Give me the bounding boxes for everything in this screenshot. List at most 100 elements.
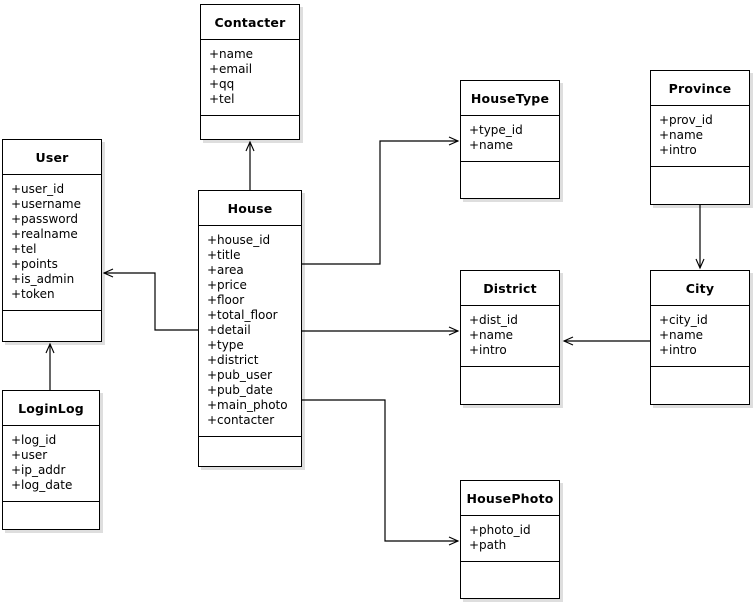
attribute-row: +email	[201, 62, 299, 77]
attribute-name: name	[479, 138, 514, 152]
visibility-marker-icon: +	[11, 197, 22, 211]
visibility-marker-icon: +	[207, 398, 218, 412]
visibility-marker-icon: +	[11, 272, 22, 286]
attribute-row: +intro	[651, 343, 749, 358]
attribute-name: user_id	[21, 182, 65, 196]
class-box-province[interactable]: Province+prov_id+name+intro	[650, 70, 750, 205]
visibility-marker-icon: +	[659, 113, 670, 127]
class-box-loginlog[interactable]: LoginLog+log_id+user+ip_addr+log_date	[2, 390, 100, 530]
visibility-marker-icon: +	[11, 287, 22, 301]
attribute-row: +contacter	[199, 413, 301, 428]
attribute-row: +name	[201, 47, 299, 62]
class-box-district[interactable]: District+dist_id+name+intro	[460, 270, 560, 405]
visibility-marker-icon: +	[207, 323, 218, 337]
attribute-name: log_id	[21, 433, 57, 447]
attribute-row: +type_id	[461, 123, 559, 138]
attribute-row: +main_photo	[199, 398, 301, 413]
attribute-row: +price	[199, 278, 301, 293]
attribute-name: path	[479, 538, 507, 552]
class-name-loginlog: LoginLog	[3, 391, 99, 426]
visibility-marker-icon: +	[207, 278, 218, 292]
attribute-name: password	[21, 212, 78, 226]
class-attributes-housephoto: +photo_id+path	[461, 516, 559, 562]
attribute-row: +photo_id	[461, 523, 559, 538]
attribute-name: pub_user	[217, 368, 273, 382]
attribute-row: +city_id	[651, 313, 749, 328]
visibility-marker-icon: +	[209, 77, 220, 91]
attribute-row: +district	[199, 353, 301, 368]
class-box-user[interactable]: User+user_id+username+password+realname+…	[2, 139, 102, 342]
class-name-user: User	[3, 140, 101, 175]
attribute-row: +name	[651, 128, 749, 143]
visibility-marker-icon: +	[659, 343, 670, 357]
visibility-marker-icon: +	[11, 242, 22, 256]
attribute-row: +name	[461, 138, 559, 153]
visibility-marker-icon: +	[469, 343, 480, 357]
visibility-marker-icon: +	[469, 328, 480, 342]
visibility-marker-icon: +	[11, 433, 22, 447]
attribute-row: +name	[461, 328, 559, 343]
attribute-row: +house_id	[199, 233, 301, 248]
attribute-name: realname	[21, 227, 78, 241]
class-operations-district	[461, 367, 559, 404]
class-operations-user	[3, 311, 101, 341]
attribute-name: username	[21, 197, 81, 211]
class-operations-city	[651, 367, 749, 404]
attribute-row: +dist_id	[461, 313, 559, 328]
visibility-marker-icon: +	[207, 263, 218, 277]
class-attributes-user: +user_id+username+password+realname+tel+…	[3, 175, 101, 311]
class-operations-contacter	[201, 116, 299, 139]
attribute-name: intro	[669, 143, 697, 157]
attribute-row: +username	[3, 197, 101, 212]
class-attributes-district: +dist_id+name+intro	[461, 306, 559, 367]
attribute-row: +prov_id	[651, 113, 749, 128]
attribute-row: +intro	[651, 143, 749, 158]
class-box-housephoto[interactable]: HousePhoto+photo_id+path	[460, 480, 560, 599]
visibility-marker-icon: +	[209, 62, 220, 76]
visibility-marker-icon: +	[469, 123, 480, 137]
visibility-marker-icon: +	[659, 328, 670, 342]
attribute-row: +floor	[199, 293, 301, 308]
attribute-name: name	[219, 47, 254, 61]
attribute-name: user	[21, 448, 48, 462]
attribute-name: tel	[21, 242, 37, 256]
attribute-row: +name	[651, 328, 749, 343]
attribute-name: email	[219, 62, 253, 76]
visibility-marker-icon: +	[11, 227, 22, 241]
class-name-housetype: HouseType	[461, 81, 559, 116]
attribute-name: intro	[669, 343, 697, 357]
attribute-name: district	[217, 353, 259, 367]
attribute-name: price	[217, 278, 247, 292]
attribute-name: total_floor	[217, 308, 278, 322]
attribute-row: +intro	[461, 343, 559, 358]
attribute-name: type	[217, 338, 244, 352]
class-operations-province	[651, 167, 749, 204]
visibility-marker-icon: +	[659, 143, 670, 157]
visibility-marker-icon: +	[207, 293, 218, 307]
attribute-row: +pub_date	[199, 383, 301, 398]
attribute-row: +user	[3, 448, 99, 463]
attribute-name: intro	[479, 343, 507, 357]
class-attributes-housetype: +type_id+name	[461, 116, 559, 162]
visibility-marker-icon: +	[11, 182, 22, 196]
class-name-district: District	[461, 271, 559, 306]
class-box-house[interactable]: House+house_id+title+area+price+floor+to…	[198, 190, 302, 467]
attribute-name: dist_id	[479, 313, 518, 327]
class-box-housetype[interactable]: HouseType+type_id+name	[460, 80, 560, 199]
visibility-marker-icon: +	[11, 257, 22, 271]
attribute-row: +password	[3, 212, 101, 227]
relationship-house-housephoto	[302, 399, 460, 546]
class-box-city[interactable]: City+city_id+name+intro	[650, 270, 750, 405]
relationship-house-user	[102, 268, 198, 331]
visibility-marker-icon: +	[11, 463, 22, 477]
class-box-contacter[interactable]: Contacter+name+email+qq+tel	[200, 4, 300, 140]
attribute-row: +total_floor	[199, 308, 301, 323]
attribute-name: contacter	[217, 413, 275, 427]
class-operations-housetype	[461, 162, 559, 198]
class-operations-loginlog	[3, 502, 99, 529]
visibility-marker-icon: +	[659, 313, 670, 327]
class-operations-housephoto	[461, 562, 559, 598]
attribute-name: token	[21, 287, 55, 301]
visibility-marker-icon: +	[207, 233, 218, 247]
visibility-marker-icon: +	[659, 128, 670, 142]
